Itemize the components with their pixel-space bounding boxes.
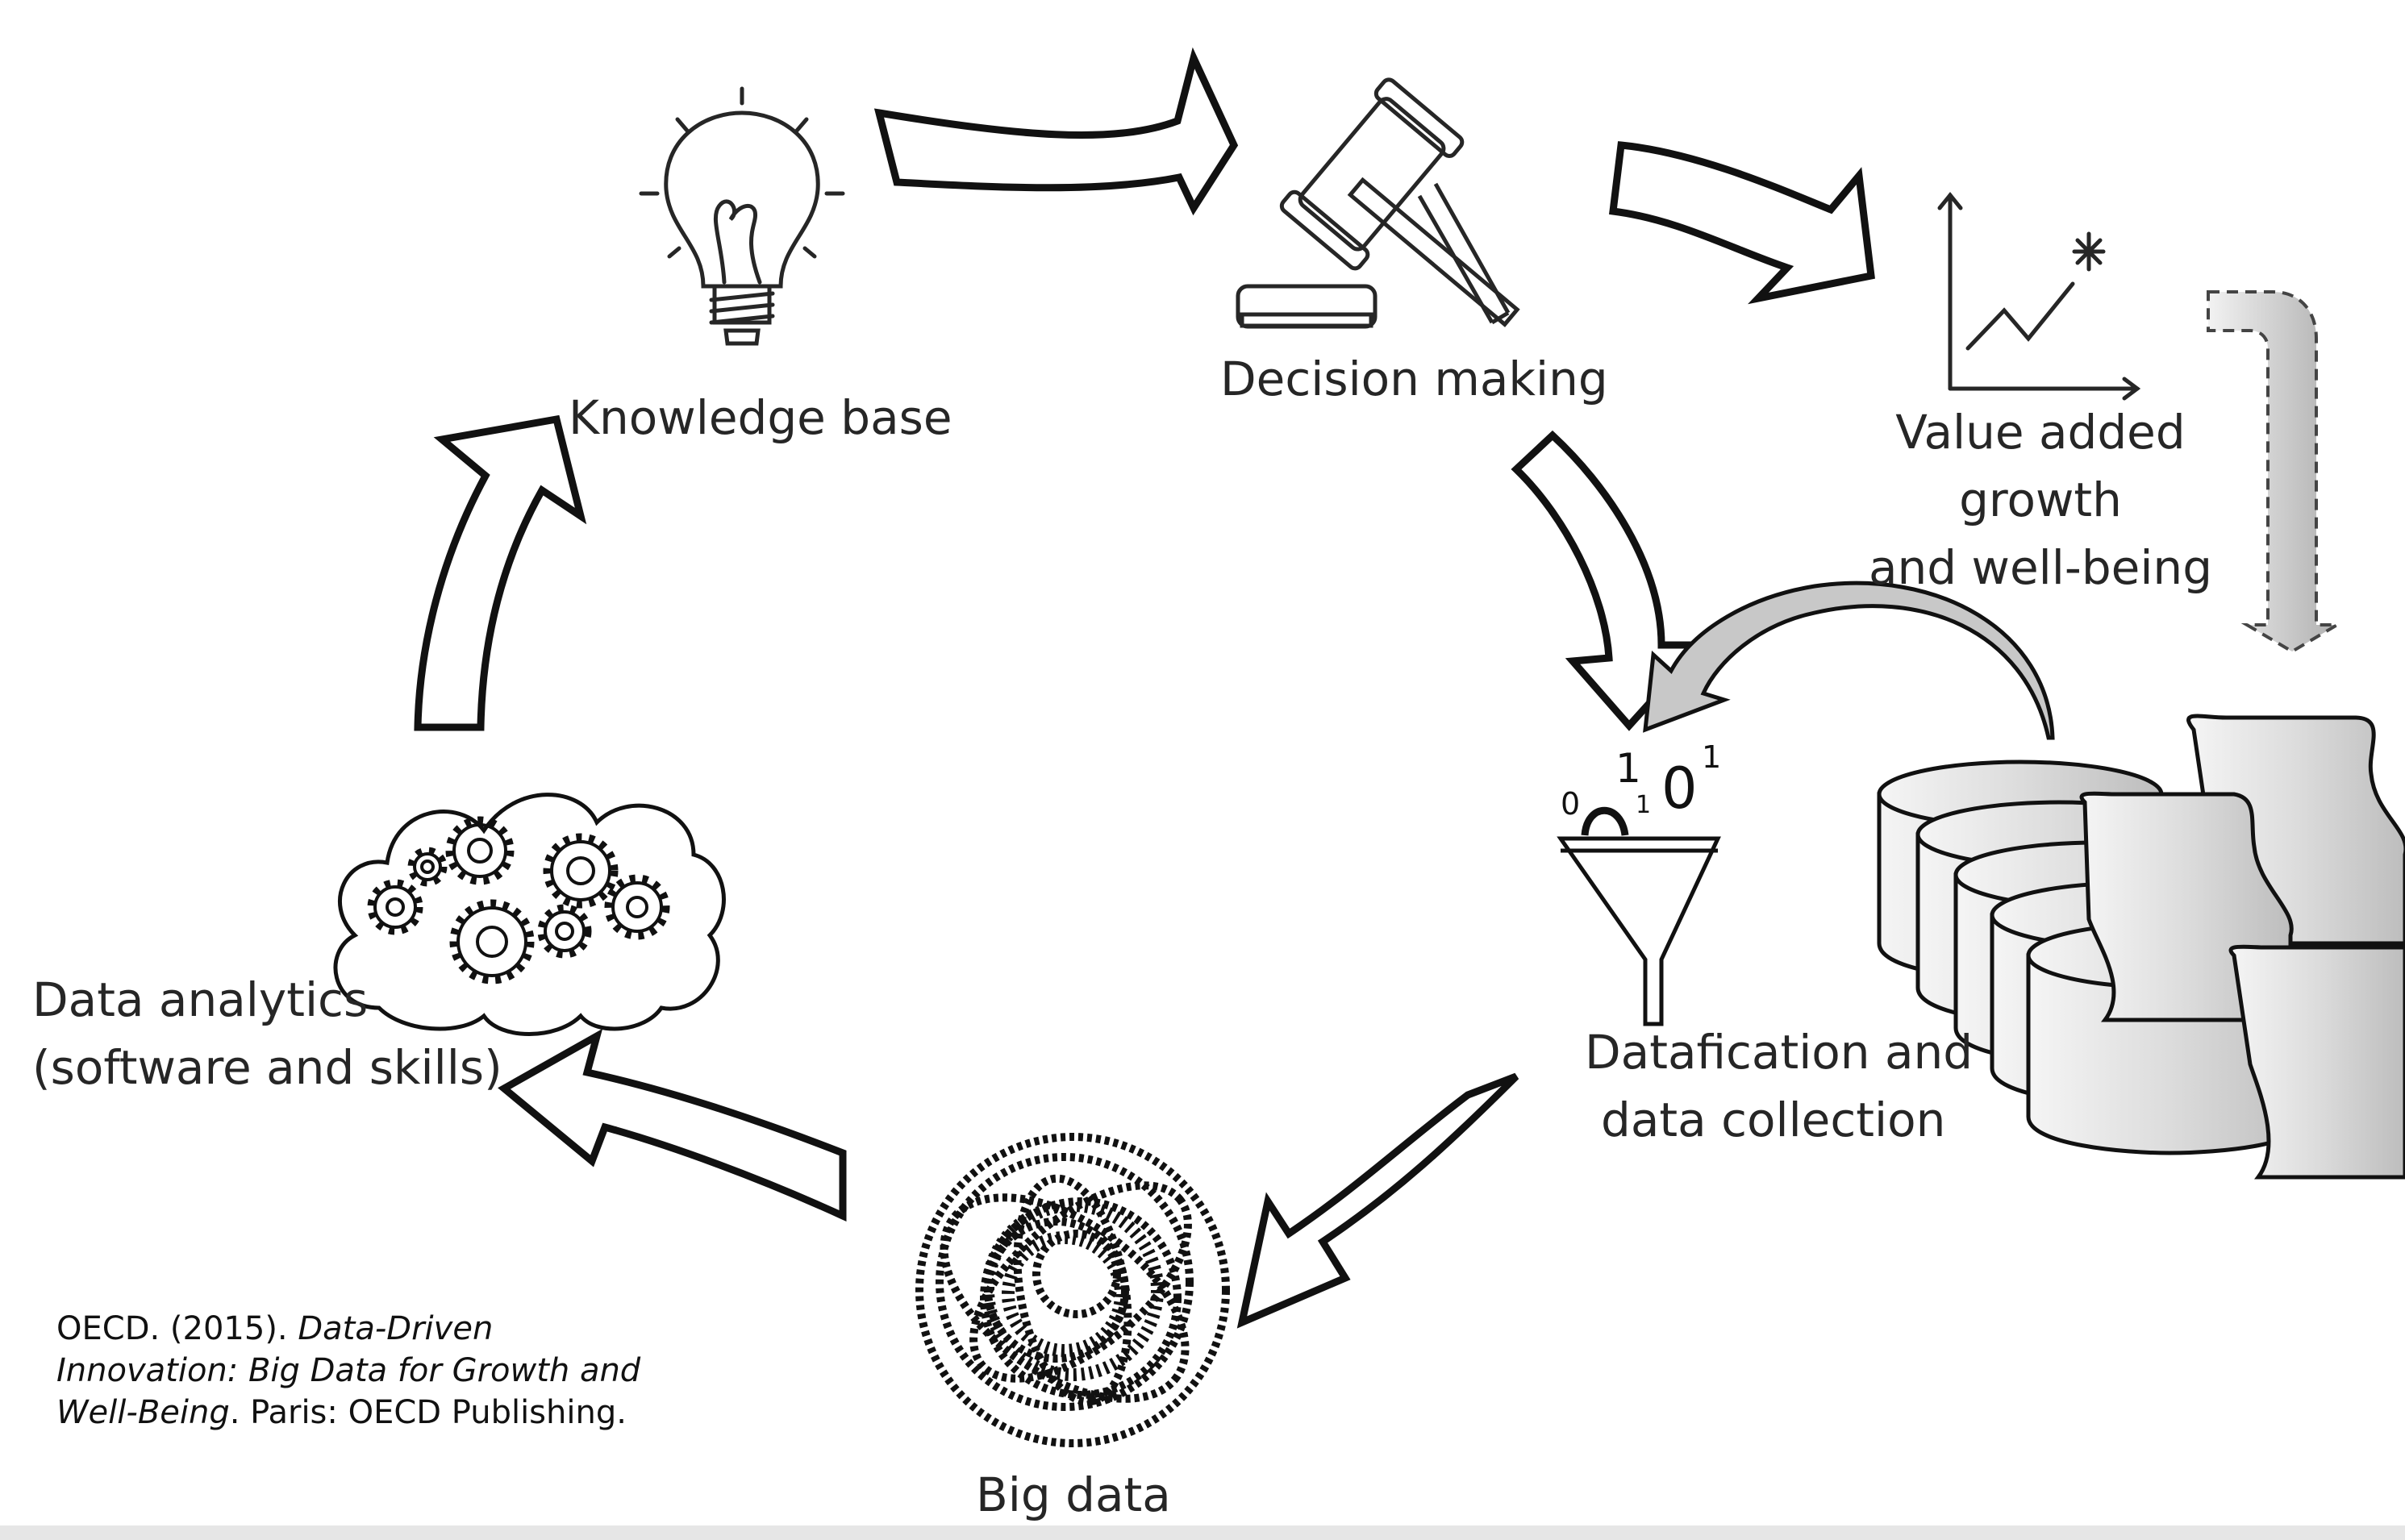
binary-digit: 1 — [1636, 791, 1651, 819]
value-added-line: growth — [1959, 472, 2122, 527]
binary-digit: 0 — [1561, 786, 1580, 822]
decision-making-label: Decision making — [1220, 352, 1608, 406]
cloud-gears-icon — [333, 793, 726, 1036]
database-stack-icon — [1877, 714, 2405, 1180]
citation-title: Well-Being — [56, 1394, 230, 1431]
big-data-sphere-icon — [915, 1133, 1230, 1447]
binary-digit: 1 — [1702, 739, 1721, 775]
data-analytics-line: Data analytics — [32, 972, 369, 1027]
growth-chart-icon — [1937, 192, 2141, 401]
arrow-datafication-to-bigdata — [1236, 1072, 1519, 1329]
lightbulb-icon — [639, 86, 845, 346]
datafication-line: data collection — [1601, 1093, 1946, 1147]
citation-title: Data-Driven — [298, 1310, 494, 1347]
big-data-label: Big data — [976, 1467, 1171, 1522]
datafication-line: Datafication and — [1585, 1025, 1974, 1080]
value-added-line: Value added — [1895, 405, 2186, 460]
datafication-label: Datafication and data collection — [1585, 1018, 1973, 1154]
feedback-curved-arrow — [1643, 581, 2055, 740]
bottom-divider — [0, 1525, 2405, 1540]
arrow-decision-to-datafication — [1511, 430, 1711, 731]
gavel-icon — [1236, 77, 1520, 329]
knowledge-base-label: Knowledge base — [569, 390, 952, 445]
data-analytics-line: (software and skills) — [32, 1040, 502, 1095]
data-analytics-label: Data analytics (software and skills) — [32, 966, 502, 1101]
citation-authors: OECD. (2015). — [56, 1310, 298, 1347]
dashed-down-arrow — [2207, 290, 2344, 654]
citation-publisher: . Paris: OECD Publishing. — [229, 1394, 627, 1431]
binary-digit: 1 — [1615, 745, 1641, 792]
value-added-line: and well-being — [1868, 540, 2213, 595]
value-added-label: Value added growth and well-being — [1855, 398, 2226, 601]
arrow-analytics-to-knowledge — [414, 414, 587, 731]
arrow-decision-to-value — [1608, 141, 1875, 305]
funnel-icon — [1557, 806, 1721, 1026]
arrow-knowledge-to-decision — [873, 47, 1239, 216]
binary-digit: 0 — [1661, 755, 1698, 822]
arrow-bigdata-to-analytics — [498, 1028, 847, 1222]
citation-title: Innovation: Big Data for Growth and — [56, 1352, 641, 1389]
citation: OECD. (2015). Data-Driven Innovation: Bi… — [56, 1308, 782, 1434]
